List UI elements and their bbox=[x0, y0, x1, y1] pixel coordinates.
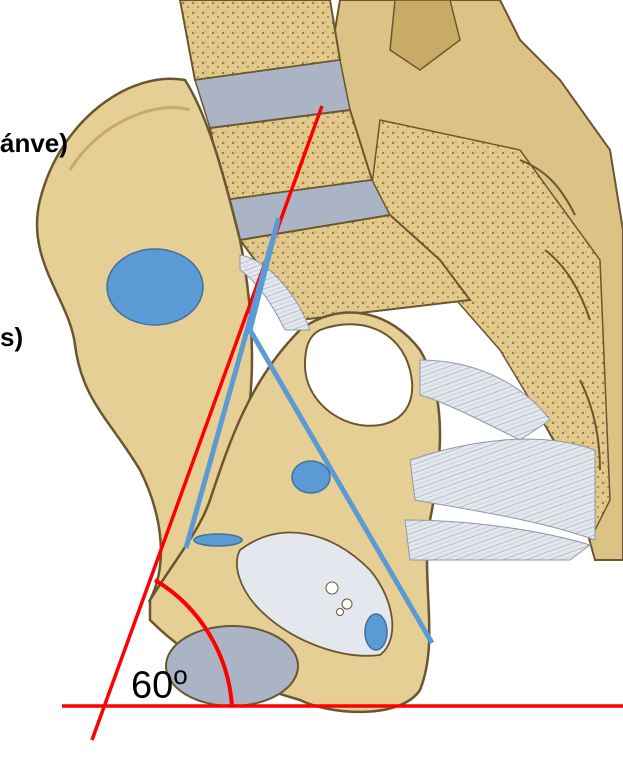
marker-small bbox=[365, 614, 387, 650]
angle-value: 60 bbox=[131, 665, 173, 707]
marker-flat bbox=[194, 534, 242, 546]
marker-large bbox=[107, 249, 203, 325]
angle-unit: o bbox=[173, 660, 187, 690]
angle-label: 60o bbox=[131, 660, 188, 708]
marker-medium bbox=[292, 461, 330, 493]
label-pelvis-fragment: ánve) bbox=[0, 128, 68, 159]
label-side-fragment: s) bbox=[0, 322, 23, 353]
